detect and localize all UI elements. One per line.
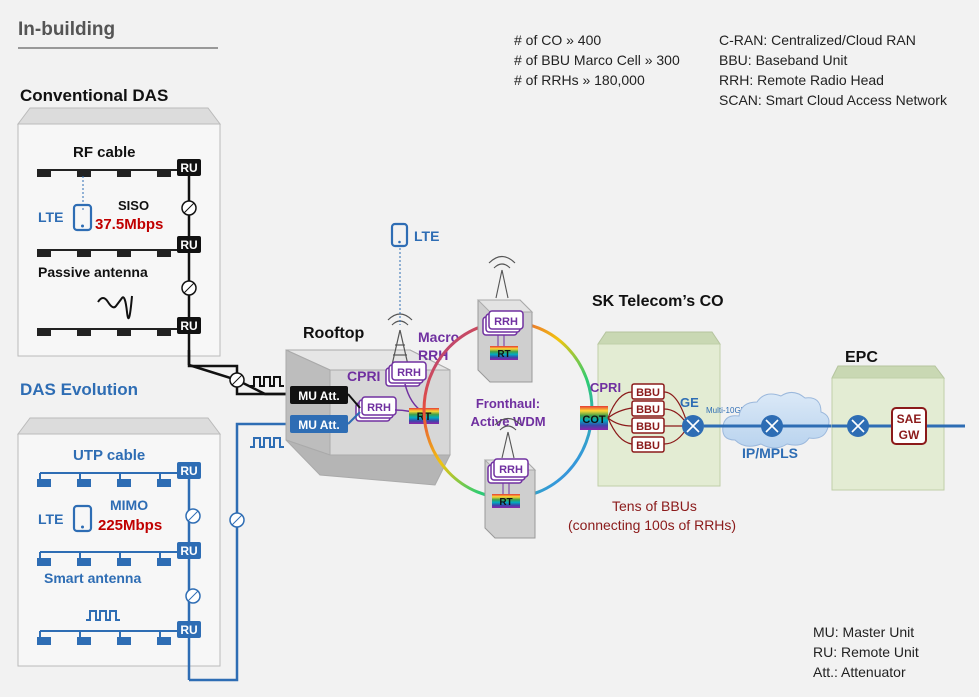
svg-text:BBU: BBU [636, 440, 660, 452]
bbu-box: BBU [631, 436, 665, 453]
router-icon [761, 415, 783, 437]
stat-co: # of CO » 400 [514, 32, 601, 48]
attenuator-icon [181, 200, 197, 216]
svg-text:BBU: BBU [636, 404, 660, 416]
conventional-to-mu-cable-path [187, 350, 290, 396]
cot-box: COT [580, 406, 608, 430]
router-icon [847, 415, 869, 437]
svg-text:GW: GW [899, 428, 920, 442]
ru-box: RU [177, 236, 201, 253]
pulse-signal-icon [250, 376, 284, 387]
attenuator-icon [181, 280, 197, 296]
phone-icon [72, 203, 93, 232]
glossary-rrh: RRH: Remote Radio Head [719, 72, 884, 88]
connecting-rrhs-label: (connecting 100s of RRHs) [568, 517, 736, 533]
svg-text:COT: COT [582, 414, 606, 426]
siso-label: SISO [118, 198, 149, 213]
svg-text:RU: RU [180, 544, 197, 558]
lte-label-evolution: LTE [38, 511, 63, 527]
legend-ru: RU: Remote Unit [813, 644, 919, 660]
glossary-scan: SCAN: Smart Cloud Access Network [719, 92, 948, 108]
pulse-signal-icon [86, 610, 120, 621]
rrh-stack: RRH [355, 396, 397, 422]
svg-text:RRH: RRH [499, 464, 523, 476]
svg-text:BBU: BBU [636, 387, 660, 399]
stat-rrh: # of RRHs » 180,000 [514, 72, 645, 88]
ge-label: GE [680, 395, 699, 410]
svg-text:RU: RU [180, 319, 197, 333]
attenuator-icon [229, 512, 245, 528]
rooftop-title: Rooftop [303, 325, 365, 342]
rrh-stack: RRH [385, 361, 427, 387]
lte-label-conventional: LTE [38, 209, 63, 225]
glossary-bbu: BBU: Baseband Unit [719, 52, 848, 68]
ru-box: RU [177, 462, 201, 479]
lte-label-macro: LTE [414, 228, 439, 244]
attenuator-icon [185, 588, 201, 604]
utp-cable-label: UTP cable [73, 447, 145, 464]
bbu-box: BBU [631, 383, 665, 400]
passive-antenna-label: Passive antenna [38, 264, 148, 280]
siso-speed: 37.5Mbps [95, 216, 163, 233]
svg-text:RRH: RRH [397, 367, 421, 379]
legend-att: Att.: Attenuator [813, 664, 906, 680]
phone-icon [390, 222, 409, 248]
conventional-antenna-rows [37, 169, 178, 336]
epc-title: EPC [845, 349, 878, 366]
rooftop-cpri-label: CPRI [347, 368, 380, 384]
smart-antenna-label: Smart antenna [44, 570, 141, 586]
multi-10ge-label: Multi-10GE [706, 406, 746, 415]
bbu-box: BBU [631, 417, 665, 434]
svg-text:MU Att.: MU Att. [298, 389, 340, 403]
glossary-cran: C-RAN: Centralized/Cloud RAN [719, 32, 916, 48]
evolution-to-mu-cable [189, 422, 290, 682]
mu-rrh-link [347, 411, 361, 425]
rf-cable-label: RF cable [73, 144, 136, 161]
ip-mpls-label: IP/MPLS [742, 445, 798, 461]
legend-mu: MU: Master Unit [813, 624, 914, 640]
svg-text:RT: RT [499, 497, 512, 508]
ru-box: RU [177, 621, 201, 638]
cell-site-top: RRH RT [476, 255, 534, 383]
bbu-box: BBU [631, 400, 665, 417]
mimo-label: MIMO [110, 497, 148, 513]
svg-text:RU: RU [180, 161, 197, 175]
tens-of-bbus-label: Tens of BBUs [612, 498, 697, 514]
das-evolution-title: DAS Evolution [20, 380, 138, 399]
cell-site-bottom: RRH RT [483, 417, 537, 539]
svg-text:SAE: SAE [897, 412, 922, 426]
svg-text:RU: RU [180, 623, 197, 637]
phone-icon [72, 504, 93, 533]
sae-gw-box: SAE GW [891, 407, 927, 445]
signal-wave-icon [97, 295, 133, 320]
svg-text:BBU: BBU [636, 421, 660, 433]
fronthaul-label: Fronthaul: [476, 396, 540, 411]
svg-text:RRH: RRH [494, 316, 518, 328]
ru-box: RU [177, 159, 201, 176]
svg-text:RU: RU [180, 464, 197, 478]
attenuator-icon [229, 372, 245, 388]
evolution-antenna-rows [37, 472, 178, 645]
svg-text:RU: RU [180, 238, 197, 252]
ru-box: RU [177, 317, 201, 334]
stat-bbu: # of BBU Marco Cell » 300 [514, 52, 680, 68]
mu-att-black: MU Att. [290, 386, 348, 404]
conventional-das-title: Conventional DAS [20, 86, 168, 105]
co-cpri-label: CPRI [590, 380, 621, 395]
pulse-signal-icon [250, 437, 284, 448]
co-title: SK Telecom’s CO [592, 293, 724, 310]
ru-box: RU [177, 542, 201, 559]
section-title: In-building [18, 19, 115, 40]
mu-att-blue: MU Att. [290, 415, 348, 433]
macro-label: Macro [418, 329, 459, 345]
mimo-speed: 225Mbps [98, 517, 162, 534]
fronthaul-sub-label: Active WDM [470, 414, 545, 429]
router-icon [682, 415, 704, 437]
svg-text:RT: RT [497, 349, 510, 360]
svg-text:RRH: RRH [367, 402, 391, 414]
mu-rrh-link [347, 393, 361, 409]
svg-text:MU Att.: MU Att. [298, 418, 340, 432]
attenuator-icon [185, 508, 201, 524]
